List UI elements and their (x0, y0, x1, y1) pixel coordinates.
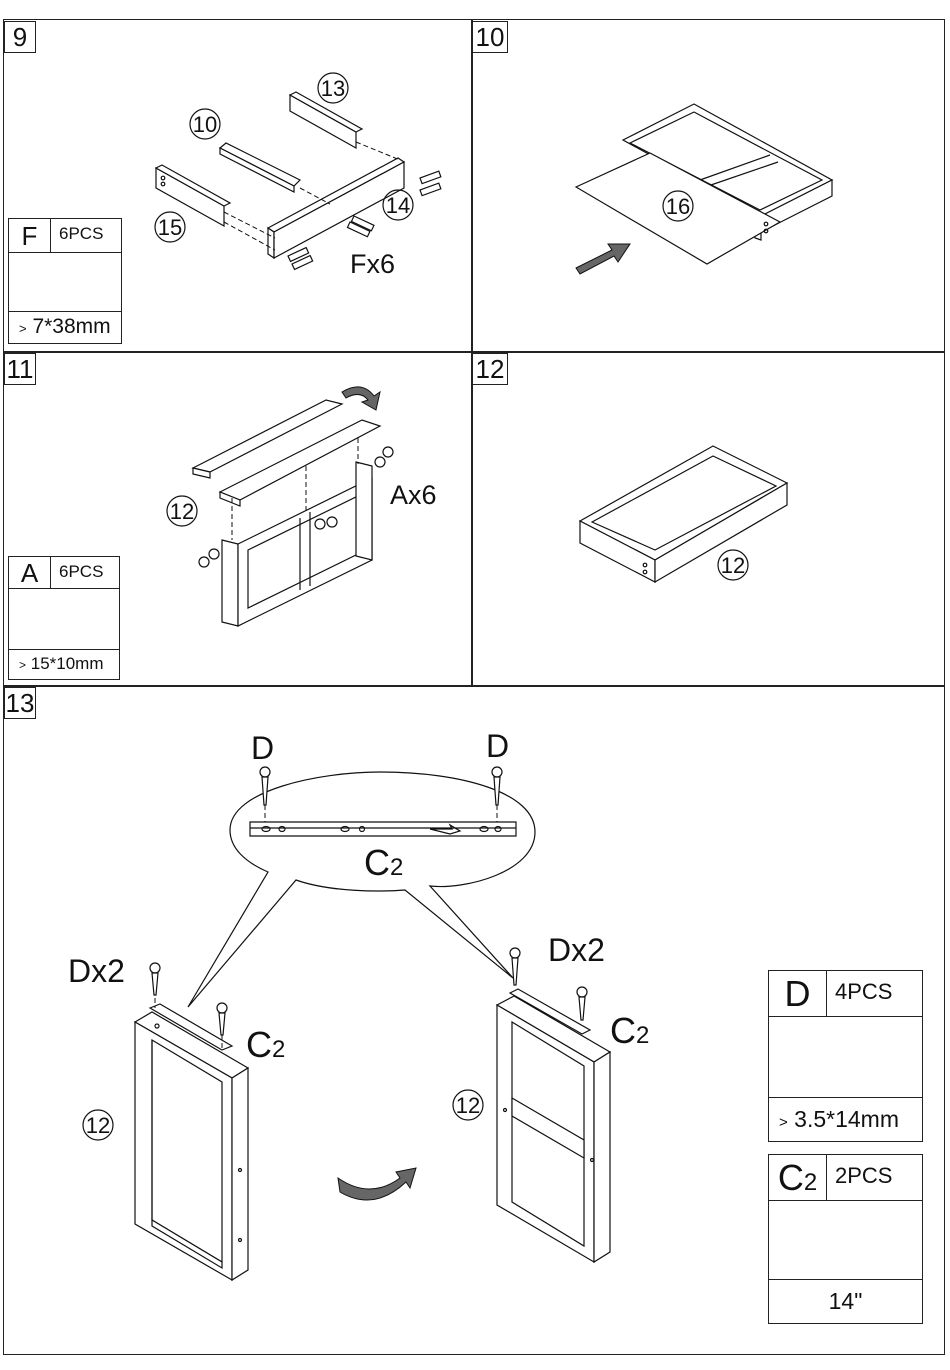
screw-label-right: Dx2 (548, 932, 605, 968)
callout-d-right: D (486, 728, 510, 764)
bolt-icon (9, 253, 121, 311)
part-size-d: > 3.5*14mm (769, 1097, 922, 1141)
part-12-number-s12: 12 (721, 553, 745, 578)
part-15-number: 15 (158, 215, 182, 240)
rail-label-right: C2 (610, 1010, 649, 1052)
rail-sub-right: 2 (636, 1022, 650, 1049)
part-letter-c2: C2 (769, 1155, 827, 1201)
rail-letter-left: C (246, 1024, 272, 1065)
rail-label-left: C2 (246, 1024, 285, 1066)
step-number-13: 13 (4, 687, 36, 719)
part-16-number: 16 (666, 194, 690, 219)
part-qty-d: 4PCS (827, 971, 922, 1017)
part-size-c2: 14" (769, 1279, 922, 1323)
fastener-label-a: Ax6 (390, 480, 437, 510)
step-10-panel (471, 19, 945, 353)
part-letter-a: A (9, 557, 51, 589)
part-box-c2: C2 2PCS 14" (768, 1154, 923, 1324)
part-size-f-value: 7*38mm (32, 315, 111, 338)
part-qty-f: 6PCS (51, 219, 121, 253)
part-12-number-s11: 12 (170, 499, 194, 524)
part-box-a: A 6PCS > 15*10mm (8, 556, 120, 680)
callout-rail-sub: 2 (390, 854, 404, 881)
callout-rail-label: C2 (364, 842, 403, 884)
step-13-drawing (37, 263, 889, 1282)
drawer-slide-icon (769, 1201, 922, 1281)
size-marker: > (779, 1114, 788, 1131)
part-size-d-value: 3.5*14mm (794, 1106, 899, 1132)
step-number-9: 9 (4, 21, 36, 53)
part-box-d: D 4PCS > 3.5*14mm (768, 970, 923, 1142)
step-12-panel (471, 351, 945, 687)
fastener-label-f: Fx6 (350, 249, 396, 279)
callout-rail-letter: C (364, 842, 390, 883)
size-marker: > (19, 321, 27, 336)
size-marker: > (19, 658, 27, 672)
part-letter-c: C (777, 1157, 804, 1198)
part-10-number: 10 (193, 112, 217, 137)
part-12-number-left: 12 (86, 1113, 110, 1138)
step-number-12: 12 (472, 353, 508, 385)
cam-lock-icon (9, 589, 119, 651)
part-size-a-value: 15*10mm (30, 654, 104, 673)
step-number-11: 11 (4, 353, 36, 385)
step-9-panel (3, 19, 473, 353)
part-size-a: > 15*10mm (9, 649, 119, 679)
rail-sub-left: 2 (272, 1036, 286, 1063)
rail-letter-right: C (610, 1010, 636, 1051)
part-qty-a: 6PCS (51, 557, 119, 589)
step-9-drawing (154, 72, 442, 271)
part-letter-sub: 2 (803, 1169, 818, 1196)
part-box-f: F 6PCS > 7*38mm (8, 218, 122, 344)
part-qty-c2: 2PCS (827, 1155, 922, 1201)
screw-label-left: Dx2 (68, 953, 125, 989)
part-letter-f: F (9, 219, 51, 253)
part-12-number-right: 12 (456, 1093, 480, 1118)
callout-d-left: D (251, 730, 275, 766)
step-11-drawing (166, 386, 394, 627)
step-10-drawing (574, 103, 834, 275)
step-13-panel (3, 685, 945, 1355)
part-size-f: > 7*38mm (9, 311, 121, 343)
step-11-panel (3, 351, 473, 687)
part-letter-d: D (769, 971, 827, 1017)
step-12-drawing (578, 445, 789, 584)
part-14-number: 14 (386, 193, 410, 218)
wood-screw-icon (769, 1017, 922, 1097)
part-13-number: 13 (321, 76, 345, 101)
step-number-10: 10 (472, 21, 508, 53)
